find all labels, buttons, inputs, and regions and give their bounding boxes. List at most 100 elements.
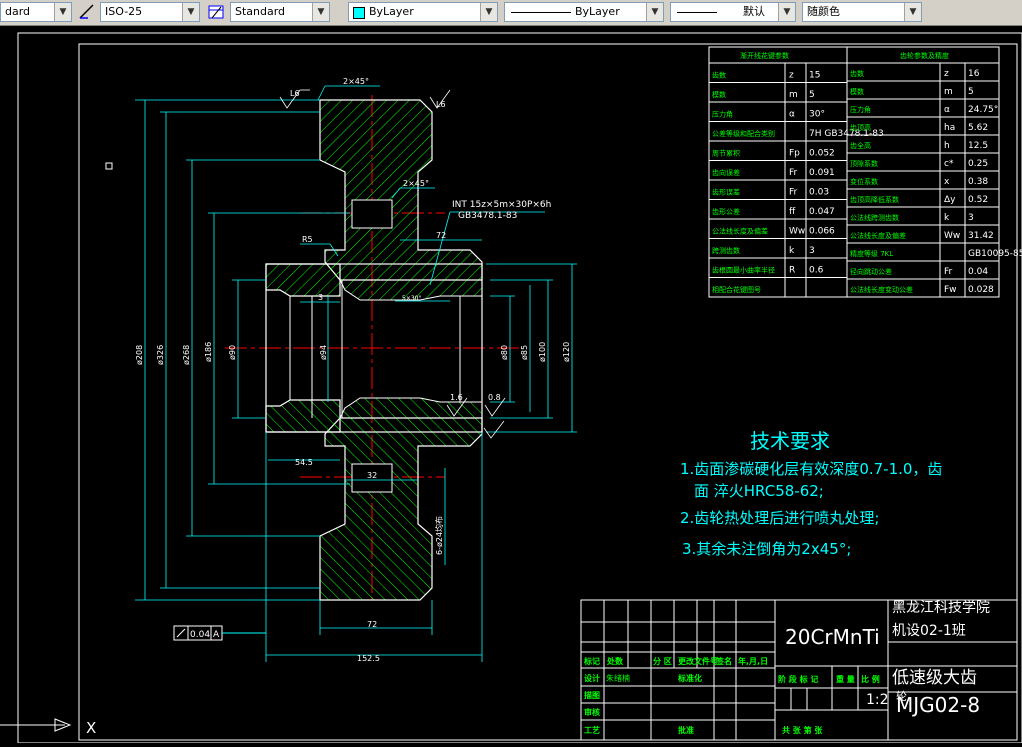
spline-cell-4-2: 0.052 xyxy=(809,149,835,159)
plotstyle-combo[interactable]: 随颜色 ▼ xyxy=(802,2,922,22)
gear-cell-11-0: 径向跳动公差 xyxy=(850,267,892,276)
header-docno: 更改文件号 xyxy=(678,656,718,666)
chevron-down-icon[interactable]: ▼ xyxy=(646,3,663,21)
dim-d80: ø80 xyxy=(500,345,509,360)
gear-cell-4-1: h xyxy=(944,141,950,151)
lineweight-combo[interactable]: 默认 ▼ xyxy=(670,2,796,22)
gear-cell-8-2: 3 xyxy=(968,213,974,223)
gear-cell-5-2: 0.25 xyxy=(968,159,988,169)
gear-cell-1-0: 模数 xyxy=(850,87,864,96)
dim-rough-left: L6 xyxy=(290,89,300,98)
tech-requirements: 技术要求 1.齿面渗碳硬化层有效深度0.7-1.0，齿 面 淬火HRC58-62… xyxy=(680,429,942,558)
color-combo[interactable]: ByLayer ▼ xyxy=(348,2,498,22)
text-style-combo[interactable]: dard ▼ xyxy=(0,2,72,22)
spline-cell-6-2: 0.03 xyxy=(809,188,829,198)
dim-r5: R5 xyxy=(302,235,313,244)
spline-cell-8-2: 0.066 xyxy=(809,227,835,237)
gear-cell-0-2: 16 xyxy=(968,69,980,79)
label-approve: 批准 xyxy=(678,725,694,735)
dim-rough-right: L6 xyxy=(436,100,446,109)
chevron-down-icon[interactable]: ▼ xyxy=(182,3,199,21)
spline-cell-9-2: 3 xyxy=(809,246,815,256)
color-value: ByLayer xyxy=(369,5,414,18)
dim-rough-16: 1.6 xyxy=(450,393,463,402)
spline-cell-3-0: 公差等级和配合类别 xyxy=(712,129,775,138)
spline-cell-1-1: m xyxy=(789,90,798,100)
chevron-down-icon[interactable]: ▼ xyxy=(904,3,921,21)
gear-cell-4-0: 齿全高 xyxy=(850,141,871,150)
gear-cell-9-0: 公法线长度及偏差 xyxy=(850,231,906,240)
label-standard: 标准化 xyxy=(677,673,702,683)
text-style-value: dard xyxy=(5,5,31,18)
drawing-area[interactable]: X xyxy=(0,26,1022,744)
label-sheets: 共 张 第 张 xyxy=(782,725,823,735)
chevron-down-icon[interactable]: ▼ xyxy=(480,3,497,21)
ucs-icon: X xyxy=(0,718,96,737)
spline-cell-9-0: 跨测齿数 xyxy=(712,246,740,255)
gear-cell-3-2: 5.62 xyxy=(968,123,988,133)
spline-table-title: 渐开线花键参数 xyxy=(740,51,789,60)
lineweight-value: 默认 xyxy=(743,5,765,18)
spline-cell-10-2: 0.6 xyxy=(809,266,824,276)
label-review: 审核 xyxy=(584,707,600,717)
spline-cell-6-0: 齿形误差 xyxy=(712,188,740,197)
dimension-lines xyxy=(135,85,577,662)
gear-cell-7-1: Δy xyxy=(944,195,956,205)
roughness-symbols xyxy=(279,89,506,439)
dim-d85: ø85 xyxy=(520,345,529,360)
title-block-texts: 20CrMnTi 黑龙江科技学院 机设02-1班 低速级大齿 MJG02-8 1… xyxy=(583,600,990,735)
dim-style-value: ISO-25 xyxy=(105,5,143,18)
dim-d208: ø208 xyxy=(135,345,144,365)
dim-chamfer-top: 2×45° xyxy=(343,77,369,86)
table-style-combo[interactable]: Standard ▼ xyxy=(230,2,330,22)
gear-cell-6-1: x xyxy=(944,177,950,187)
spline-cell-6-1: Fr xyxy=(789,188,798,198)
tolerance-frame: 0.04 A xyxy=(173,625,266,641)
part-name: 低速级大齿 xyxy=(892,668,977,688)
spline-cell-4-1: Fp xyxy=(789,149,800,159)
spline-cell-7-1: ff xyxy=(789,207,796,217)
plotstyle-value: 随颜色 xyxy=(807,5,840,18)
material-label: 20CrMnTi xyxy=(785,625,880,649)
table-style-icon[interactable] xyxy=(207,3,225,21)
dim-3: 3 xyxy=(318,293,323,302)
dim-chamfer-in: 5×30° xyxy=(402,295,421,302)
spline-cell-0-1: z xyxy=(789,71,794,81)
linetype-combo[interactable]: ByLayer▼ xyxy=(504,2,664,22)
line-sample-icon xyxy=(511,12,571,13)
header-zone: 分 区 xyxy=(653,656,672,666)
spline-cell-11-0: 相配合花键图号 xyxy=(712,285,761,294)
spline-cell-1-2: 5 xyxy=(809,90,815,100)
tech-line-1: 1.齿面渗碳硬化层有效深度0.7-1.0，齿 xyxy=(680,460,942,478)
grip-marker[interactable] xyxy=(105,162,113,170)
header-count: 处数 xyxy=(606,656,624,666)
gear-cell-4-2: 12.5 xyxy=(968,141,988,151)
header-mark: 标记 xyxy=(583,656,600,666)
dim-style-icon[interactable] xyxy=(78,3,96,21)
table-style-value: Standard xyxy=(235,5,286,18)
dim-style-combo[interactable]: ISO-25 ▼ xyxy=(100,2,200,22)
gear-cell-1-2: 5 xyxy=(968,87,974,97)
chevron-down-icon[interactable]: ▼ xyxy=(312,3,329,21)
spline-cell-10-1: R xyxy=(789,266,795,276)
gear-cell-1-1: m xyxy=(944,87,953,97)
dim-72-top: 72 xyxy=(436,231,446,240)
color-swatch-icon xyxy=(353,7,365,19)
gear-cell-8-0: 公法线跨测齿数 xyxy=(850,213,899,222)
gear-cell-5-1: c* xyxy=(944,159,954,169)
drawing-frame xyxy=(78,43,1018,741)
spline-cell-3-2: 7H GB3478.1-83 xyxy=(809,129,884,139)
spline-cell-5-0: 齿向误差 xyxy=(712,168,740,177)
dim-32: 32 xyxy=(367,471,377,480)
ucs-x-label: X xyxy=(86,719,96,737)
chevron-down-icon[interactable]: ▼ xyxy=(54,3,71,21)
gear-cell-9-1: Ww xyxy=(944,231,960,241)
spline-cell-0-0: 齿数 xyxy=(712,71,726,80)
gear-cell-2-0: 压力角 xyxy=(850,105,871,114)
dim-d94: ø94 xyxy=(319,345,328,360)
gear-cell-11-2: 0.04 xyxy=(968,267,988,277)
gear-cell-9-2: 31.42 xyxy=(968,231,994,241)
gear-cell-6-2: 0.38 xyxy=(968,177,988,187)
dim-d100: ø100 xyxy=(538,342,547,362)
chevron-down-icon[interactable]: ▼ xyxy=(778,3,795,21)
